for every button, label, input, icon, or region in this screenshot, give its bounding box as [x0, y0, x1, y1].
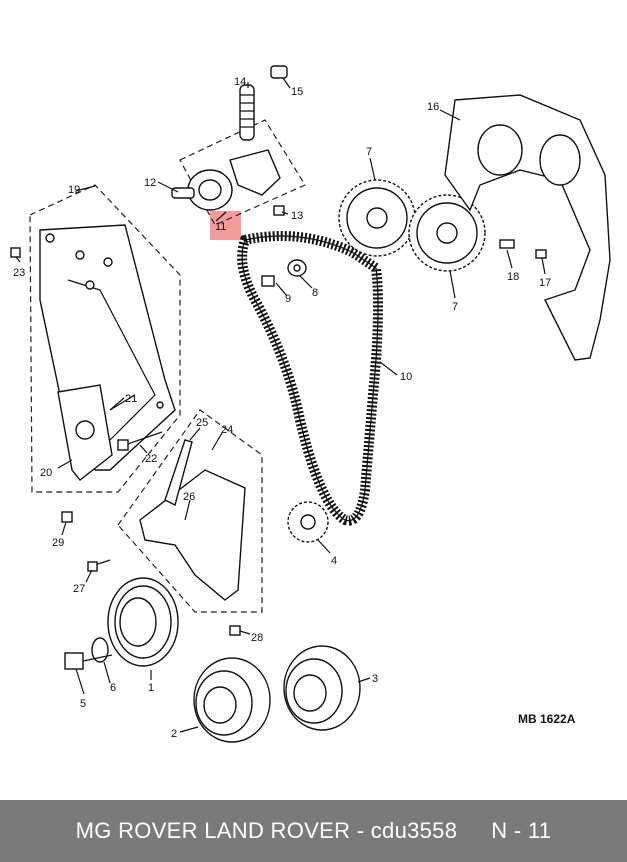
part-label: 12: [144, 177, 156, 189]
part-11-label: 11: [215, 221, 226, 233]
part-label: 23: [13, 267, 25, 279]
part-label: 20: [40, 467, 52, 479]
part-label: 13: [291, 210, 303, 222]
part-label: 7: [452, 301, 458, 313]
part-label: 22: [145, 453, 157, 465]
part-label: 27: [73, 583, 85, 595]
timing-belt-exploded-diagram: 1 2 3 4 5 6 7 7 8 9 10 11 12 13 14 15 16…: [10, 65, 611, 743]
part-label: 7: [366, 146, 372, 158]
cam-bolt: [261, 275, 275, 287]
part-label: 6: [110, 682, 116, 694]
diagram-reference-code: MB 1622A: [518, 712, 576, 726]
lower-bracket: [139, 469, 246, 601]
part-label: 26: [183, 491, 195, 503]
part-label: 8: [312, 287, 318, 299]
part-label: 24: [221, 424, 233, 436]
crank-bolt: [64, 652, 84, 670]
part-label: 16: [427, 101, 439, 113]
part-label: 9: [285, 293, 291, 305]
part-label: 5: [80, 698, 86, 710]
part-label: 19: [68, 184, 80, 196]
leader-lines: [15, 77, 546, 733]
lower-cover-strip: [164, 439, 193, 507]
tensioner-bracket: [229, 149, 281, 196]
part-label: 29: [52, 537, 64, 549]
part-label: 14: [234, 76, 246, 88]
part-label: 18: [507, 271, 519, 283]
part-label: 17: [539, 277, 551, 289]
tensioner-plunger: [270, 65, 288, 79]
bracket-group-outline: [117, 409, 263, 613]
part-label: 1: [148, 682, 154, 694]
part-label: 15: [291, 86, 303, 98]
part-label: 3: [372, 673, 378, 685]
tensioner-spring: [239, 84, 255, 141]
part-label: 4: [331, 555, 337, 567]
part-label: 10: [400, 371, 412, 383]
part-label: 21: [125, 393, 137, 405]
part-label: 28: [251, 632, 263, 644]
footer-caption: MG ROVER LAND ROVER - cdu3558: [75, 818, 458, 843]
part-label: 2: [171, 728, 177, 740]
footer-bar: MG ROVER LAND ROVER - cdu3558 N - 11: [0, 800, 627, 862]
footer-page: N - 11: [491, 818, 552, 843]
part-label: 25: [196, 417, 208, 429]
rear-cover-group-outline: [29, 184, 181, 493]
